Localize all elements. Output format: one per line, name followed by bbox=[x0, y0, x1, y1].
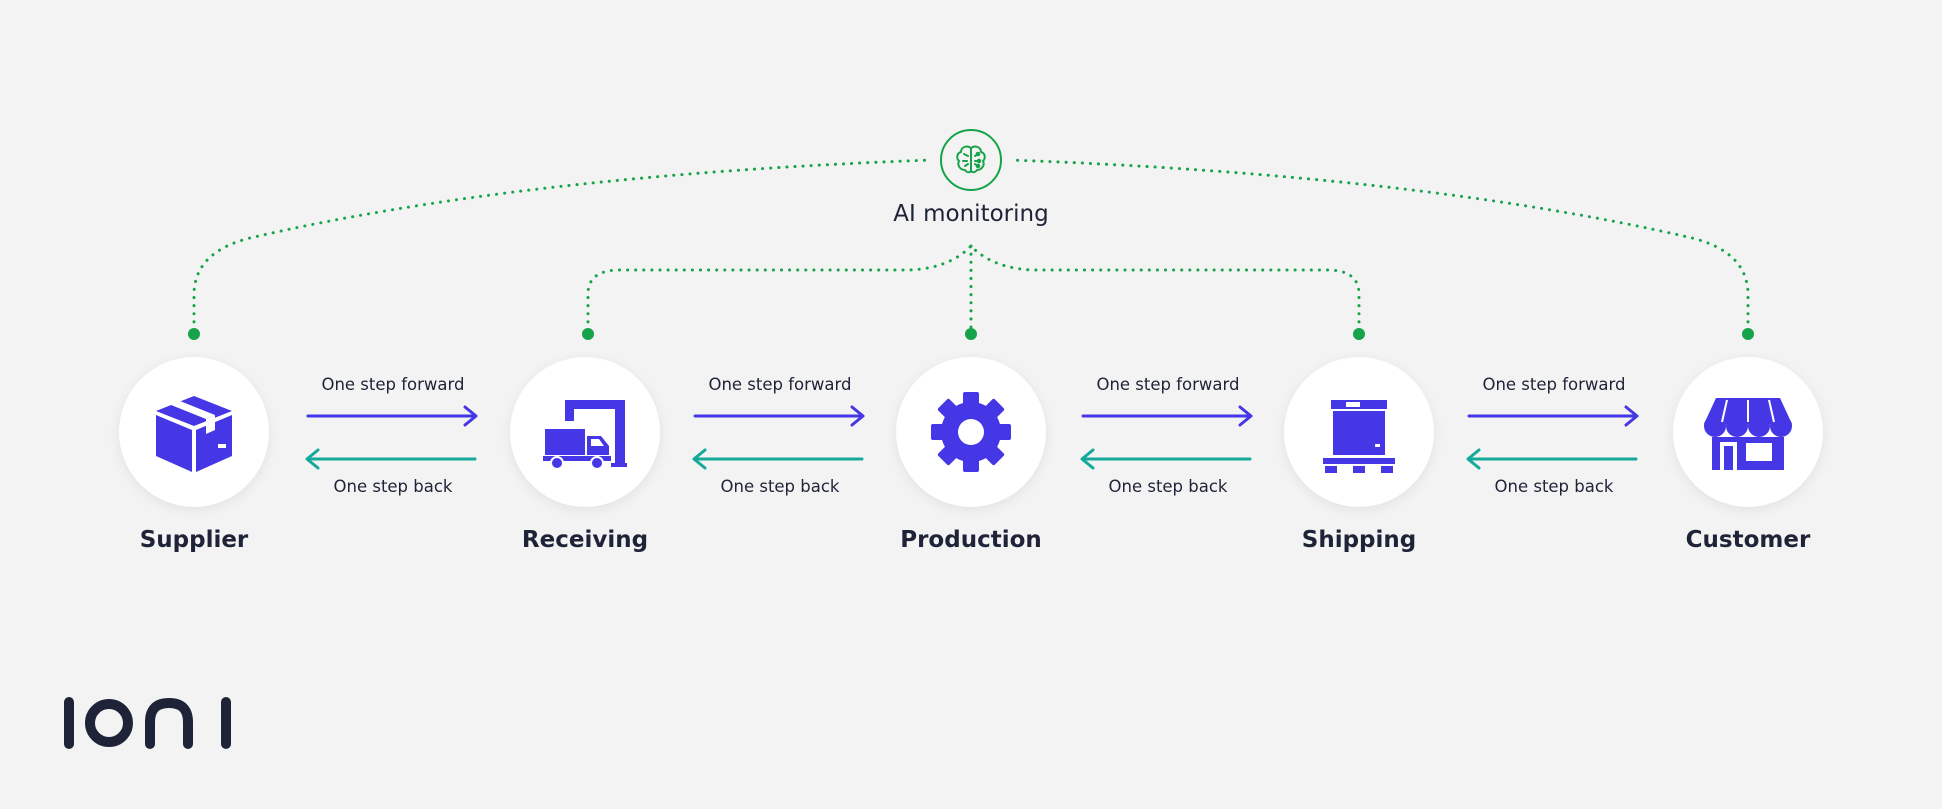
stage-node-shipping bbox=[1284, 357, 1434, 507]
stage-label-supplier: Supplier bbox=[139, 527, 249, 553]
ai-monitoring-node bbox=[940, 129, 1002, 191]
stage-node-receiving bbox=[510, 357, 660, 507]
back-arrow-4 bbox=[1466, 448, 1638, 470]
stage-node-production bbox=[896, 357, 1046, 507]
brain-icon bbox=[956, 145, 986, 174]
forward-arrow-1 bbox=[306, 405, 478, 427]
back-arrow-2 bbox=[692, 448, 864, 470]
forward-arrow-2 bbox=[693, 405, 865, 427]
monitor-dot-supplier bbox=[188, 328, 200, 340]
monitor-link-supplier bbox=[192, 158, 934, 332]
delivery-truck-icon bbox=[543, 400, 627, 470]
monitor-link-customer bbox=[1008, 158, 1750, 332]
edge-label-back-1: One step back bbox=[333, 477, 453, 496]
stage-label-shipping: Shipping bbox=[1301, 527, 1417, 553]
edge-label-back-4: One step back bbox=[1494, 477, 1614, 496]
back-arrow-3 bbox=[1080, 448, 1252, 470]
forward-arrow-3 bbox=[1081, 405, 1253, 427]
edge-label-back-2: One step back bbox=[720, 477, 840, 496]
edge-label-forward-4: One step forward bbox=[1482, 375, 1626, 394]
monitor-link-receiving bbox=[586, 244, 973, 332]
edge-label-forward-3: One step forward bbox=[1096, 375, 1240, 394]
storefront-icon bbox=[1704, 398, 1792, 470]
monitor-dot-customer bbox=[1742, 328, 1754, 340]
ai-monitoring-label: AI monitoring bbox=[893, 201, 1049, 227]
ioni-logo bbox=[62, 694, 242, 758]
package-box-icon bbox=[156, 396, 232, 472]
monitor-dot-shipping bbox=[1353, 328, 1365, 340]
monitor-link-shipping bbox=[969, 244, 1361, 332]
ioni-logo-mark bbox=[64, 697, 231, 749]
edge-label-back-3: One step back bbox=[1108, 477, 1228, 496]
forward-arrow-4 bbox=[1467, 405, 1639, 427]
monitor-dot-receiving bbox=[582, 328, 594, 340]
edge-label-forward-1: One step forward bbox=[321, 375, 465, 394]
gear-icon bbox=[931, 392, 1011, 472]
back-arrow-1 bbox=[305, 448, 477, 470]
monitor-dot-production bbox=[965, 328, 977, 340]
stage-label-customer: Customer bbox=[1685, 527, 1811, 553]
pallet-box-icon bbox=[1323, 400, 1395, 473]
stage-node-customer bbox=[1673, 357, 1823, 507]
stage-label-receiving: Receiving bbox=[521, 527, 649, 553]
stage-label-production: Production bbox=[900, 527, 1042, 553]
stage-node-supplier bbox=[119, 357, 269, 507]
edge-label-forward-2: One step forward bbox=[708, 375, 852, 394]
